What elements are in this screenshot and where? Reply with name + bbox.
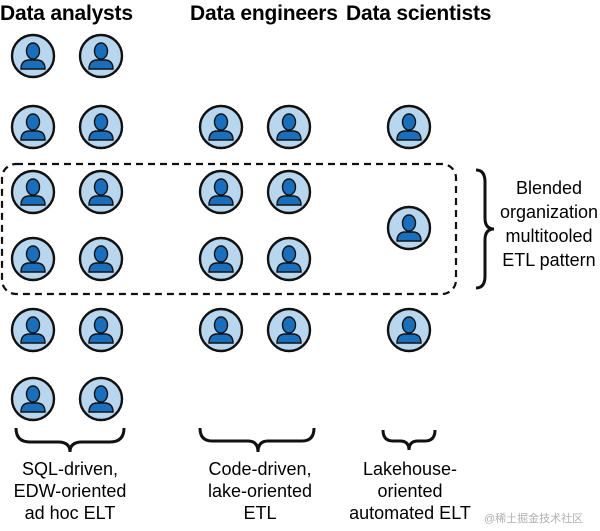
person-icon	[10, 376, 56, 422]
person-icon	[386, 104, 432, 150]
blended-group-box	[0, 162, 458, 296]
pattern-label-line3: multitooled	[505, 226, 593, 246]
person-icon	[198, 236, 244, 282]
person-icon	[10, 33, 56, 79]
caption-engineers-line1: Code-driven,	[208, 459, 312, 479]
caption-engineers-line2: lake-oriented	[207, 481, 313, 501]
person-icon	[10, 104, 56, 150]
caption-engineers: Code-driven, lake-oriented ETL	[195, 458, 325, 524]
person-icon	[78, 307, 124, 353]
person-icon	[198, 307, 244, 353]
caption-scientists-line1: Lakehouse-	[362, 459, 458, 479]
scientists-brace	[381, 429, 437, 451]
analysts-brace	[14, 427, 126, 453]
person-icon	[10, 307, 56, 353]
person-icon	[10, 169, 56, 215]
person-icon	[78, 169, 124, 215]
person-icon	[198, 169, 244, 215]
pattern-label-line1: Blended	[515, 178, 583, 198]
engineers-brace	[198, 427, 316, 453]
person-icon	[78, 33, 124, 79]
caption-scientists-line3: automated ELT	[349, 503, 471, 523]
person-icon	[266, 104, 312, 150]
person-icon	[386, 307, 432, 353]
heading-data-scientists: Data scientists	[346, 2, 492, 25]
person-icon	[78, 104, 124, 150]
caption-analysts: SQL-driven, EDW-oriented ad hoc ELT	[5, 458, 135, 524]
person-icon	[266, 169, 312, 215]
person-icon	[266, 236, 312, 282]
watermark: @稀土掘金技术社区	[484, 513, 584, 525]
caption-scientists-line2: oriented	[377, 481, 443, 501]
heading-data-engineers: Data engineers	[190, 2, 338, 25]
pattern-brace	[475, 168, 495, 290]
caption-analysts-line3: ad hoc ELT	[24, 503, 116, 523]
caption-analysts-line1: SQL-driven,	[21, 459, 119, 479]
person-icon	[266, 307, 312, 353]
person-icon	[10, 236, 56, 282]
pattern-label-line2: organization	[499, 202, 599, 222]
person-icon	[198, 104, 244, 150]
person-icon	[78, 376, 124, 422]
pattern-label-line4: ETL pattern	[502, 250, 596, 270]
person-icon	[78, 236, 124, 282]
blended-pattern-label: Blended organization multitooled ETL pat…	[494, 176, 600, 272]
heading-data-analysts: Data analysts	[0, 2, 133, 25]
caption-analysts-line2: EDW-oriented	[13, 481, 127, 501]
caption-scientists: Lakehouse- oriented automated ELT	[345, 458, 475, 524]
caption-engineers-line3: ETL	[243, 503, 277, 523]
person-icon	[386, 205, 432, 251]
